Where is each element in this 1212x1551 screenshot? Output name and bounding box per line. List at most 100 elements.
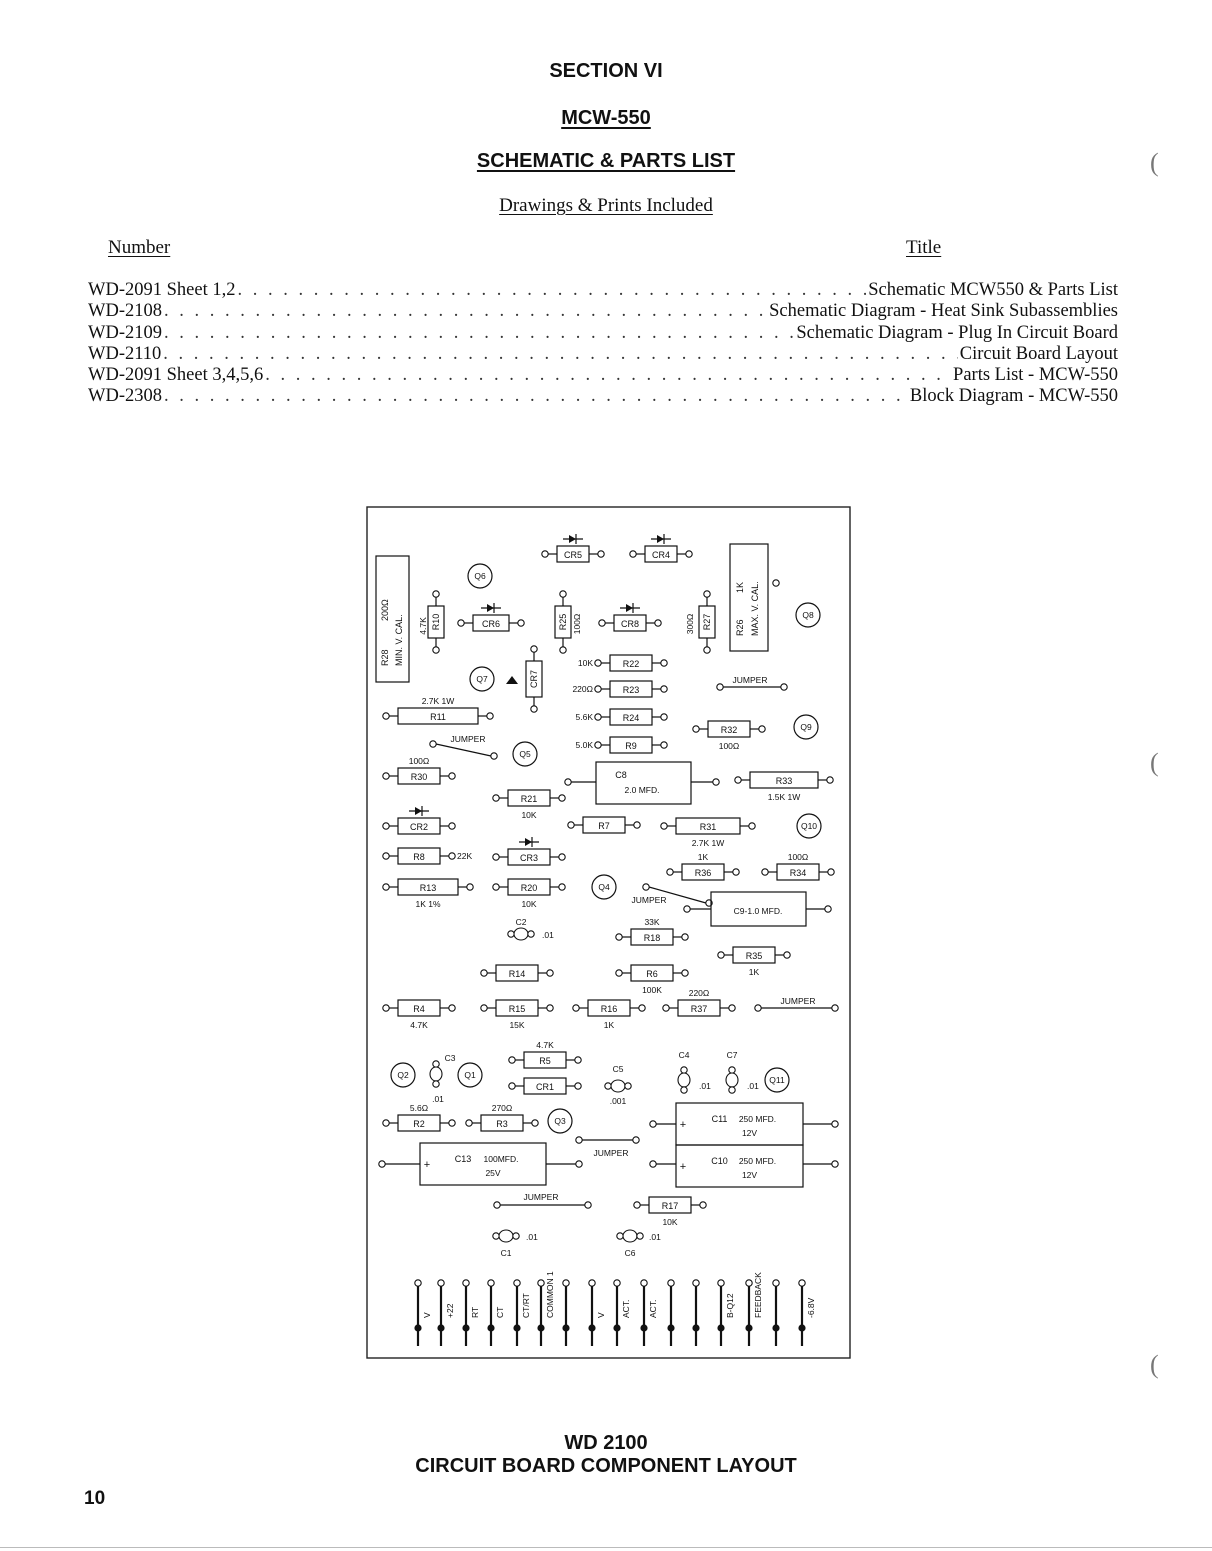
solder-pad — [462, 1279, 470, 1287]
connector-pin-dot — [745, 1324, 753, 1332]
component-value: 1K — [749, 967, 760, 977]
component-label: R28 — [380, 649, 390, 666]
component-value: 250 MFD. — [739, 1114, 776, 1124]
solder-pad — [448, 1004, 456, 1012]
component-label: R20 — [521, 883, 538, 893]
jumper-label: JUMPER — [781, 996, 816, 1006]
component-value: 1K — [735, 582, 745, 593]
solder-pad — [594, 659, 602, 667]
component-value: 100Ω — [788, 852, 809, 862]
component-label: Q10 — [801, 821, 817, 831]
component-value: 300Ω — [685, 614, 695, 635]
solder-pad — [492, 883, 500, 891]
component-label: C9-1.0 MFD. — [734, 906, 783, 916]
drawing-number: WD-2091 Sheet 3,4,5,6 — [88, 365, 264, 386]
jumper-label: JUMPER — [524, 1192, 559, 1202]
solder-pad — [466, 883, 474, 891]
connector-pin-dot — [717, 1324, 725, 1332]
solder-pad — [574, 1056, 582, 1064]
drawing-number: WD-2308 — [88, 386, 162, 407]
solder-pad — [517, 619, 525, 627]
component-value: 4.7K — [410, 1020, 428, 1030]
transistor-q4 — [591, 874, 617, 900]
component-value: .001 — [610, 1096, 627, 1106]
component-value: 1K — [604, 1020, 615, 1030]
subtitle-heading: SCHEMATIC & PARTS LIST — [476, 150, 736, 172]
solder-pad — [507, 930, 515, 938]
component-label: Q7 — [476, 674, 488, 684]
component-value: 270Ω — [492, 1103, 513, 1113]
connector-pin-dot — [692, 1324, 700, 1332]
component-label: R17 — [662, 1201, 679, 1211]
solder-pad — [382, 822, 390, 830]
solder-pad — [527, 930, 535, 938]
figure-caption-number: WD 2100 — [564, 1432, 648, 1454]
diode-symbol — [415, 807, 422, 815]
solder-pad — [692, 725, 700, 733]
connector-pin-dot — [562, 1324, 570, 1332]
component-label: R23 — [623, 685, 640, 695]
jumper-label: JUMPER — [632, 895, 667, 905]
solder-pad — [616, 1232, 624, 1240]
drawing-title: Parts List - MCW-550 — [953, 365, 1118, 386]
solder-pad — [636, 1232, 644, 1240]
solder-pad — [508, 1082, 516, 1090]
solder-pad — [594, 685, 602, 693]
solder-pad — [660, 659, 668, 667]
component-label: Q11 — [769, 1075, 785, 1085]
component-label: R9 — [625, 741, 637, 751]
solder-pad — [448, 1119, 456, 1127]
component-label: R34 — [790, 868, 807, 878]
component-value: 2.7K 1W — [422, 696, 455, 706]
drawing-title: Schematic MCW550 & Parts List — [868, 280, 1118, 300]
drawing-title: Circuit Board Layout — [959, 343, 1118, 364]
solder-pad — [594, 713, 602, 721]
component-value: 15K — [509, 1020, 524, 1030]
solder-pad — [575, 1160, 583, 1168]
solder-pad — [604, 1082, 612, 1090]
component-rating: 12V — [742, 1128, 757, 1138]
solder-pad — [699, 1201, 707, 1209]
drawing-list-row: WD-2110Circuit Board Layout — [88, 344, 1118, 365]
capacitor-c8 — [595, 761, 692, 805]
solder-pad — [660, 822, 668, 830]
component-label: CR6 — [482, 619, 500, 629]
component-value: 10K — [521, 899, 536, 909]
solder-pad — [758, 725, 766, 733]
lead-wire — [435, 743, 492, 757]
page-edge-line — [0, 1547, 1212, 1548]
solder-pad — [382, 772, 390, 780]
solder-pad — [732, 868, 740, 876]
jumper-label: JUMPER — [594, 1148, 629, 1158]
component-label: Q6 — [474, 571, 486, 581]
component-label: R5 — [539, 1056, 551, 1066]
polarity-mark: + — [424, 1159, 430, 1171]
connector-pin-label: B-Q12 — [725, 1293, 735, 1318]
component-label: CR8 — [621, 619, 639, 629]
component-value: 4.7K — [536, 1040, 554, 1050]
solder-pad — [465, 1119, 473, 1127]
drawing-list: WD-2091 Sheet 1,2Schematic MCW550 & Part… — [88, 280, 1118, 408]
component-label: CR4 — [652, 550, 670, 560]
component-label: R31 — [700, 822, 717, 832]
component-value: 250 MFD. — [739, 1156, 776, 1166]
component-label: C13 — [455, 1154, 472, 1164]
component-value: 5.6K — [576, 712, 594, 722]
lead-wire — [648, 886, 707, 904]
resistor-r26 — [729, 543, 769, 652]
drawing-list-row: WD-2108Schematic Diagram - Heat Sink Sub… — [88, 301, 1118, 322]
component-label: R33 — [776, 776, 793, 786]
connector-pin-dot — [640, 1324, 648, 1332]
component-label: CR7 — [529, 670, 539, 688]
solder-pad — [572, 1004, 580, 1012]
capacitor-c3 — [429, 1066, 443, 1082]
component-label: R8 — [413, 852, 425, 862]
solder-pad — [567, 821, 575, 829]
polarity-mark: + — [680, 1161, 686, 1173]
connector-pin-label: COMMON 1 — [545, 1271, 555, 1318]
component-label: C1 — [501, 1248, 512, 1258]
solder-pad — [559, 590, 567, 598]
connector-pin-dot — [613, 1324, 621, 1332]
component-label: R15 — [509, 1004, 526, 1014]
